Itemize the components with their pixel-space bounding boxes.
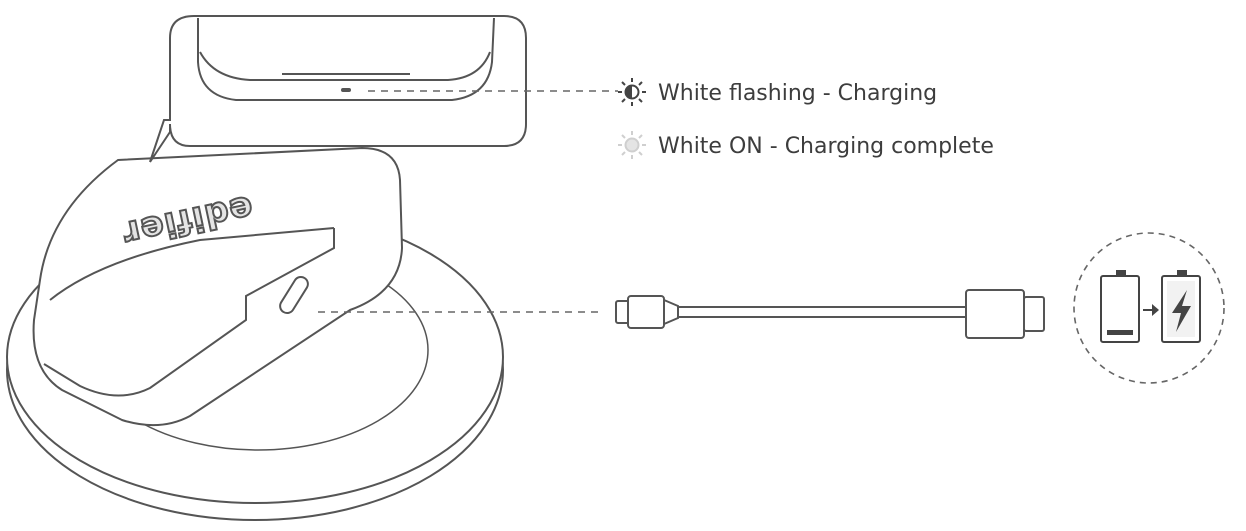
callout-case-seam bbox=[199, 51, 491, 81]
usb-c-cable bbox=[615, 289, 1045, 339]
legend-flashing-text: White flashing - Charging bbox=[658, 81, 937, 106]
usb-c-strain-relief bbox=[663, 298, 679, 326]
usb-c-port bbox=[279, 275, 309, 315]
usb-c-connector bbox=[627, 295, 665, 329]
on-label: White ON bbox=[658, 134, 763, 159]
leader-lines bbox=[318, 90, 618, 313]
battery-charging-icon bbox=[1161, 270, 1201, 343]
battery-dashed-circle bbox=[1073, 232, 1225, 384]
case-body bbox=[32, 146, 404, 427]
legend-on-text: White ON - Charging complete bbox=[658, 134, 994, 159]
legend-flashing: White flashing - Charging bbox=[618, 78, 937, 106]
battery-status bbox=[1073, 232, 1225, 384]
usb-a-tip bbox=[1023, 296, 1045, 332]
arrow-right-icon bbox=[1143, 304, 1159, 316]
flashing-separator: - bbox=[816, 81, 838, 106]
case-front-curve bbox=[49, 227, 335, 301]
callout-case-top bbox=[197, 17, 495, 101]
half-sun-icon bbox=[618, 78, 646, 106]
sun-icon bbox=[618, 131, 646, 159]
led-indicator bbox=[341, 88, 351, 92]
legend-on: White ON - Charging complete bbox=[618, 131, 994, 159]
flashing-label: White flashing bbox=[658, 81, 816, 106]
on-separator: - bbox=[763, 134, 785, 159]
usb-a-connector bbox=[965, 289, 1025, 339]
battery-empty-icon bbox=[1100, 270, 1140, 343]
on-state: Charging complete bbox=[785, 134, 994, 159]
earbuds-case: edifier bbox=[32, 146, 404, 427]
case-lid-seam bbox=[43, 228, 335, 397]
led-callout bbox=[149, 15, 527, 163]
flashing-state: Charging bbox=[838, 81, 937, 106]
cable-wire bbox=[677, 306, 967, 318]
